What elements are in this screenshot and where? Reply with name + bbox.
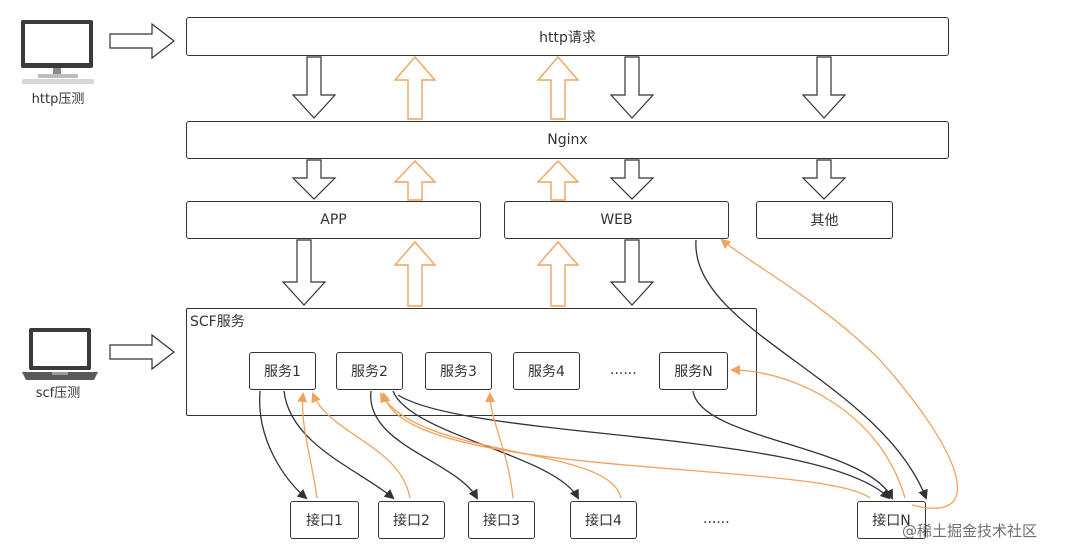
response-curve bbox=[379, 392, 622, 499]
up-block-arrow bbox=[393, 55, 437, 120]
interface-1-label: 接口1 bbox=[306, 513, 343, 529]
interface-2-label: 接口2 bbox=[393, 513, 430, 529]
interface-4-label: 接口4 bbox=[585, 513, 622, 529]
interface-1: 接口1 bbox=[290, 501, 359, 539]
other-label: 其他 bbox=[810, 213, 839, 229]
request-curve bbox=[259, 390, 308, 500]
scf-client-right-block-arrow bbox=[109, 333, 175, 371]
down-block-arrow bbox=[291, 56, 337, 119]
service-2-label: 服务2 bbox=[351, 364, 388, 380]
request-curve bbox=[695, 239, 928, 500]
http-client-computer-icon bbox=[18, 18, 98, 86]
service-4-label: 服务4 bbox=[528, 364, 565, 380]
watermark-text: @稀土掘金技术社区 bbox=[902, 522, 1038, 540]
down-block-arrow bbox=[609, 159, 655, 200]
scf-client-label: scf压测 bbox=[35, 386, 81, 401]
interface-4: 接口4 bbox=[570, 501, 637, 539]
http-client-label: http压测 bbox=[31, 92, 85, 107]
up-block-arrow bbox=[536, 55, 580, 120]
service-3: 服务3 bbox=[425, 352, 492, 390]
up-block-arrow bbox=[536, 159, 580, 201]
interface-2: 接口2 bbox=[378, 501, 445, 539]
service-1-label: 服务1 bbox=[264, 364, 301, 380]
up-block-arrow bbox=[536, 240, 580, 307]
watermark: @稀土掘金技术社区 bbox=[902, 520, 1037, 541]
app-label: APP bbox=[320, 212, 347, 228]
response-curve bbox=[720, 238, 959, 509]
request-curve bbox=[370, 390, 479, 500]
scf-client-laptop-icon bbox=[20, 326, 100, 382]
nginx-layer: Nginx bbox=[186, 121, 949, 159]
request-curve bbox=[283, 390, 395, 500]
service-3-label: 服务3 bbox=[440, 364, 477, 380]
up-block-arrow bbox=[393, 240, 437, 307]
response-curve bbox=[311, 392, 411, 499]
interfaces-ellipsis: ...... bbox=[703, 511, 730, 527]
http-request-layer: http请求 bbox=[186, 17, 949, 56]
down-block-arrow bbox=[801, 56, 847, 119]
web-label: WEB bbox=[600, 212, 633, 228]
interface-n-label: 接口N bbox=[872, 513, 911, 529]
down-block-arrow bbox=[801, 159, 847, 200]
services-ellipsis: ...... bbox=[610, 362, 637, 378]
interface-3-label: 接口3 bbox=[483, 513, 520, 529]
request-curve bbox=[397, 394, 891, 500]
interface-n: 接口N bbox=[857, 501, 926, 539]
other-box: 其他 bbox=[756, 201, 893, 239]
response-curve bbox=[485, 392, 514, 499]
service-n: 服务N bbox=[659, 352, 728, 390]
interface-3: 接口3 bbox=[468, 501, 535, 539]
down-block-arrow bbox=[291, 159, 337, 200]
down-block-arrow bbox=[609, 56, 655, 119]
response-curve bbox=[730, 365, 906, 499]
scf-service-title: SCF服务 bbox=[190, 314, 245, 330]
nginx-label: Nginx bbox=[547, 132, 588, 148]
service-1: 服务1 bbox=[249, 352, 316, 390]
http-request-label: http请求 bbox=[539, 29, 596, 46]
response-curve bbox=[297, 392, 318, 499]
down-block-arrow bbox=[281, 239, 327, 306]
service-n-label: 服务N bbox=[674, 364, 713, 380]
response-curve bbox=[380, 392, 871, 499]
http-client-right-block-arrow bbox=[109, 22, 175, 60]
up-block-arrow bbox=[393, 159, 437, 201]
app-box: APP bbox=[186, 201, 481, 239]
web-box: WEB bbox=[504, 201, 729, 239]
down-block-arrow bbox=[609, 239, 655, 306]
service-2: 服务2 bbox=[336, 352, 403, 390]
service-4: 服务4 bbox=[513, 352, 580, 390]
request-curve bbox=[692, 390, 893, 500]
